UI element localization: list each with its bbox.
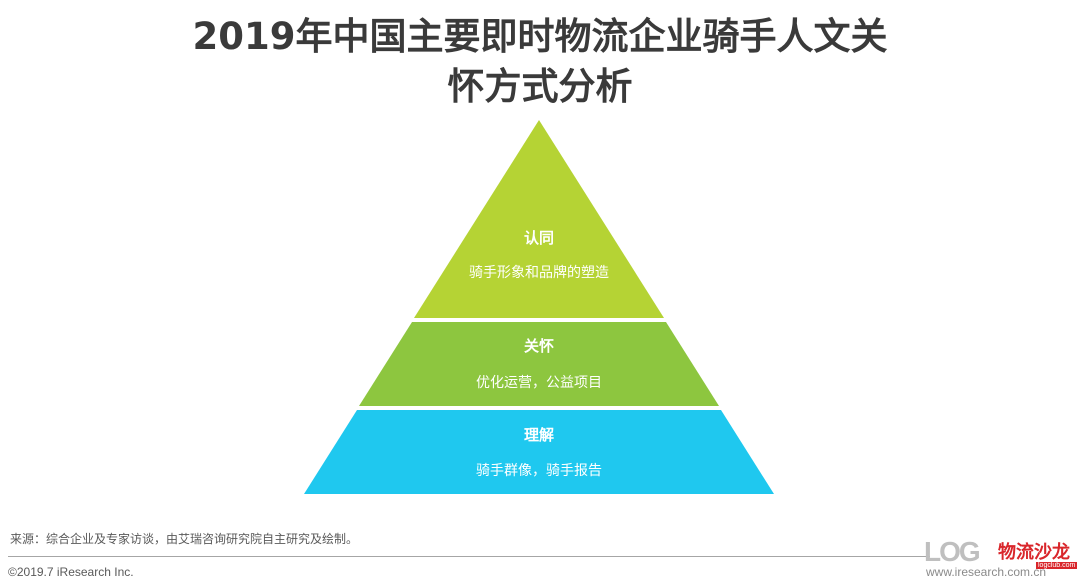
tier-bottom-heading: 理解 — [524, 426, 554, 444]
tier-middle-heading: 关怀 — [524, 337, 554, 355]
log-logo: LOG — [924, 536, 981, 567]
website-url: www.iresearch.com.cn — [926, 565, 1047, 579]
source-note: 来源：综合企业及专家访谈，由艾瑞咨询研究院自主研究及绘制。 — [10, 532, 359, 546]
pyramid-tier-top — [414, 120, 664, 318]
tier-top-heading: 认同 — [524, 229, 554, 247]
title-line-1: 2019年中国主要即时物流企业骑手人文关 — [192, 15, 888, 58]
page-title: 2019年中国主要即时物流企业骑手人文关 怀方式分析 — [0, 12, 1080, 112]
pyramid-tier-bottom — [304, 410, 774, 494]
pyramid-tier-middle — [359, 322, 719, 406]
tier-top-description: 骑手形象和品牌的塑造 — [469, 264, 609, 281]
copyright-text: ©2019.7 iResearch Inc. — [8, 565, 134, 579]
tier-middle-description: 优化运营，公益项目 — [476, 375, 602, 391]
title-line-2: 怀方式分析 — [447, 65, 633, 108]
watermark-url: logclub.com — [1036, 562, 1078, 569]
tier-bottom-description: 骑手群像，骑手报告 — [476, 463, 602, 479]
watermark-logo: 物流沙龙 — [998, 542, 1070, 563]
footer-divider — [8, 556, 930, 557]
